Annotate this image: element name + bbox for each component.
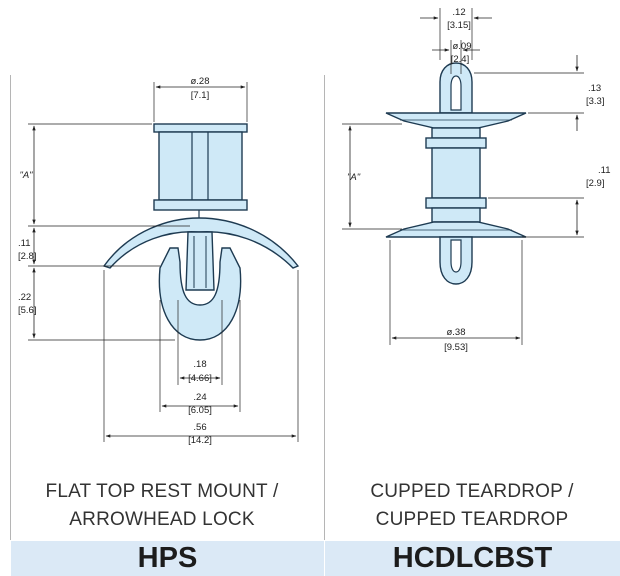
hcdlcbst-caption-line2: CUPPED TEARDROP (375, 509, 569, 530)
hps-gap-in: .11 (18, 238, 31, 249)
hps-model-name: HPS (137, 542, 198, 574)
hps-panel: FLAT TOP REST MOUNT / ARROWHEAD LOCK (0, 478, 324, 534)
hps-top-width-in: ø.28 (190, 76, 209, 87)
hcdlcbst-panel: CUPPED TEARDROP / CUPPED TEARDROP (324, 0, 620, 576)
hps-overall-width-in: .56 (193, 422, 206, 433)
hps-inner-width-in: .18 (193, 359, 206, 370)
hps-a-label: "A" (19, 170, 33, 181)
hcdlcbst-caption: CUPPED TEARDROP / CUPPED TEARDROP (324, 478, 620, 534)
center-divider-line (324, 75, 325, 540)
hps-lock-height-in: .22 (18, 292, 31, 303)
hps-model-band: HPS (11, 541, 324, 576)
hps-top-cylinder (153, 123, 248, 226)
hps-overall-width-mm: [14.2] (188, 435, 212, 446)
hps-rest-arms (102, 217, 300, 269)
hcdlcbst-model-name: HCDLCBST (392, 542, 553, 574)
hps-lock-width-in: .24 (193, 392, 206, 403)
hps-caption-line2: ARROWHEAD LOCK (69, 509, 255, 530)
hps-caption-line1: FLAT TOP REST MOUNT / (45, 481, 279, 502)
hps-lock-height-mm: [5.6] (18, 305, 37, 316)
hps-caption: FLAT TOP REST MOUNT / ARROWHEAD LOCK (0, 478, 324, 534)
left-divider-line (10, 75, 11, 540)
hps-drawing: ø.28 [7.1] "A" .11 [2.8] .22 [5.6] .18 [… (18, 76, 300, 446)
hps-arrowhead-lock (158, 231, 242, 341)
hcdlcbst-model-band: HCDLCBST (325, 541, 620, 576)
hcdlcbst-caption-line1: CUPPED TEARDROP / (370, 481, 574, 502)
hps-top-width-mm: [7.1] (191, 90, 210, 101)
hps-lock-width-mm: [6.05] (188, 405, 212, 416)
hps-gap-mm: [2.8] (18, 251, 37, 262)
hps-inner-width-mm: [4.66] (188, 373, 212, 384)
